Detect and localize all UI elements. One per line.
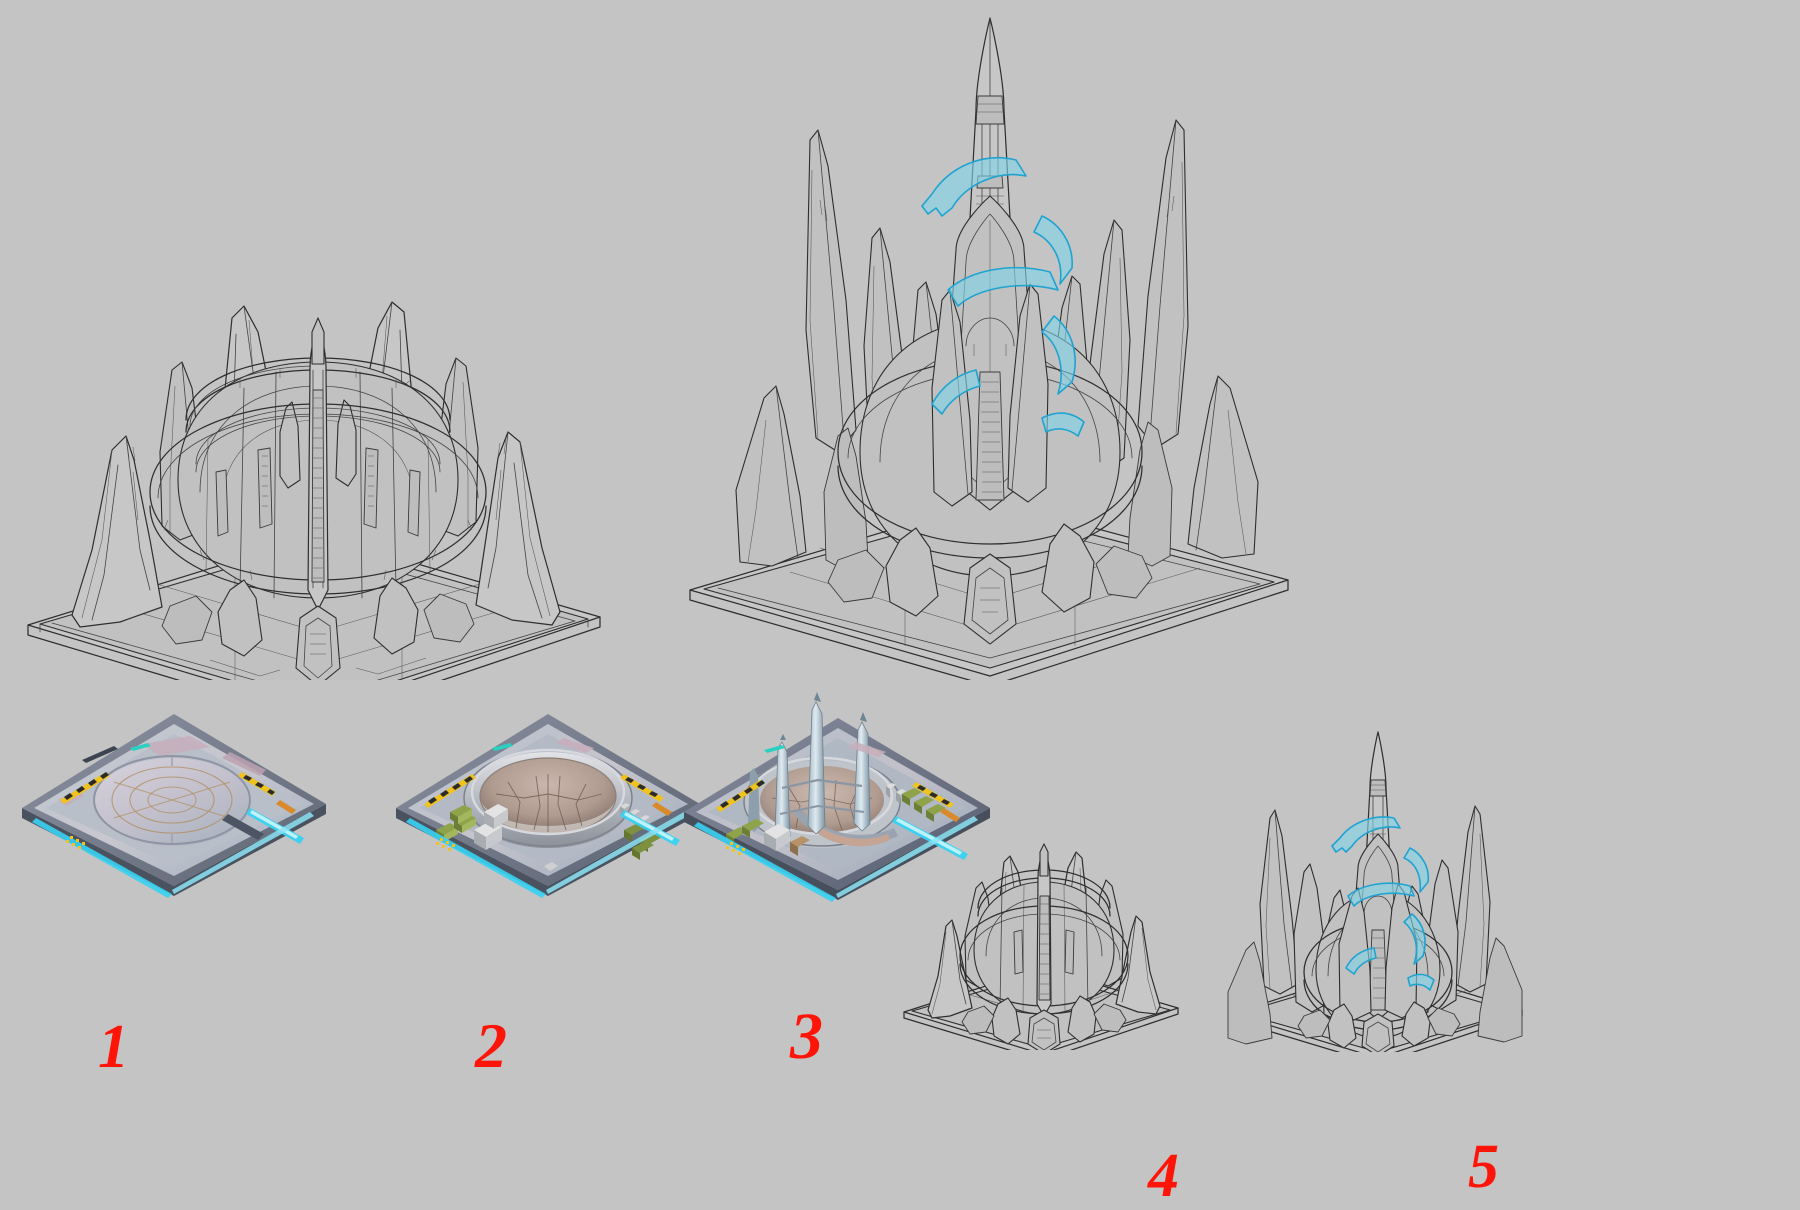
- stage-numeral-1: 1: [98, 1013, 129, 1081]
- stage-numeral-5: 5: [1468, 1133, 1499, 1201]
- stage-numeral-3: 3: [790, 1000, 823, 1073]
- stage-thumbnail-3: [672, 676, 1002, 906]
- stage-thumbnail-5: [1212, 722, 1542, 1052]
- stage-thumbnail-2: [388, 690, 708, 900]
- concept-view-tier-1-lineart: [0, 120, 640, 680]
- stage-thumbnail-1: [14, 690, 334, 900]
- concept-view-tier-2-lineart: [660, 0, 1340, 680]
- stage-thumbnail-4: [890, 760, 1190, 1050]
- stage-numeral-2: 2: [475, 1010, 507, 1081]
- stage-numeral-4: 4: [1148, 1142, 1179, 1210]
